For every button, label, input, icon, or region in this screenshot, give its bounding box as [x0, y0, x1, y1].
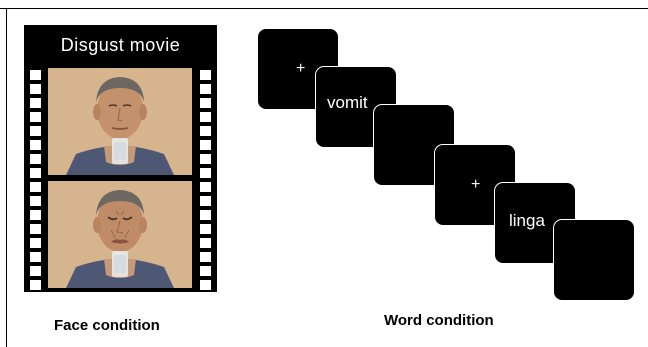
film-perforation [30, 84, 41, 94]
frame-left-border [6, 8, 7, 347]
face-condition-caption: Face condition [54, 317, 160, 334]
film-perforation [200, 238, 211, 248]
film-perforation [200, 84, 211, 94]
word-trial-blank-2 [553, 219, 635, 301]
film-perforation [200, 70, 211, 80]
film-strip: Disgust movie [24, 25, 217, 304]
film-perforation [30, 126, 41, 136]
film-perforation [200, 126, 211, 136]
film-perforation [30, 196, 41, 206]
film-perforation [200, 294, 211, 304]
movie-title: Disgust movie [60, 35, 181, 55]
word-condition-caption: Word condition [384, 312, 494, 329]
film-perforation [200, 252, 211, 262]
film-perforation [30, 168, 41, 178]
film-perforation [200, 210, 211, 220]
film-perforation [200, 196, 211, 206]
film-perforation [30, 154, 41, 164]
film-perforation [30, 98, 41, 108]
film-perforation [200, 154, 211, 164]
film-perforation [30, 224, 41, 234]
face-neutral-image [48, 68, 192, 175]
trial-word: vomit [327, 93, 368, 112]
face-frame-disgust [48, 181, 192, 288]
film-perforation [30, 210, 41, 220]
film-perforation [30, 294, 41, 304]
face-frame-neutral [48, 68, 192, 175]
film-perforation [200, 98, 211, 108]
film-perforation [30, 140, 41, 150]
film-perforation [200, 266, 211, 276]
film-perforation [30, 182, 41, 192]
film-perforation [200, 182, 211, 192]
face-disgust-image [48, 181, 192, 288]
fixation-cross: + [296, 60, 306, 77]
frame-top-border [0, 8, 648, 9]
film-perforation [200, 224, 211, 234]
film-perforation [200, 112, 211, 122]
film-perforation [200, 140, 211, 150]
film-perforation [30, 70, 41, 80]
film-perforation [30, 252, 41, 262]
film-perforation [200, 168, 211, 178]
film-perforation [200, 280, 211, 290]
film-perforation [30, 266, 41, 276]
fixation-cross: + [471, 176, 481, 193]
film-perforation [30, 112, 41, 122]
film-perforation [30, 238, 41, 248]
trial-word: linga [509, 211, 545, 230]
film-perforation [30, 280, 41, 290]
